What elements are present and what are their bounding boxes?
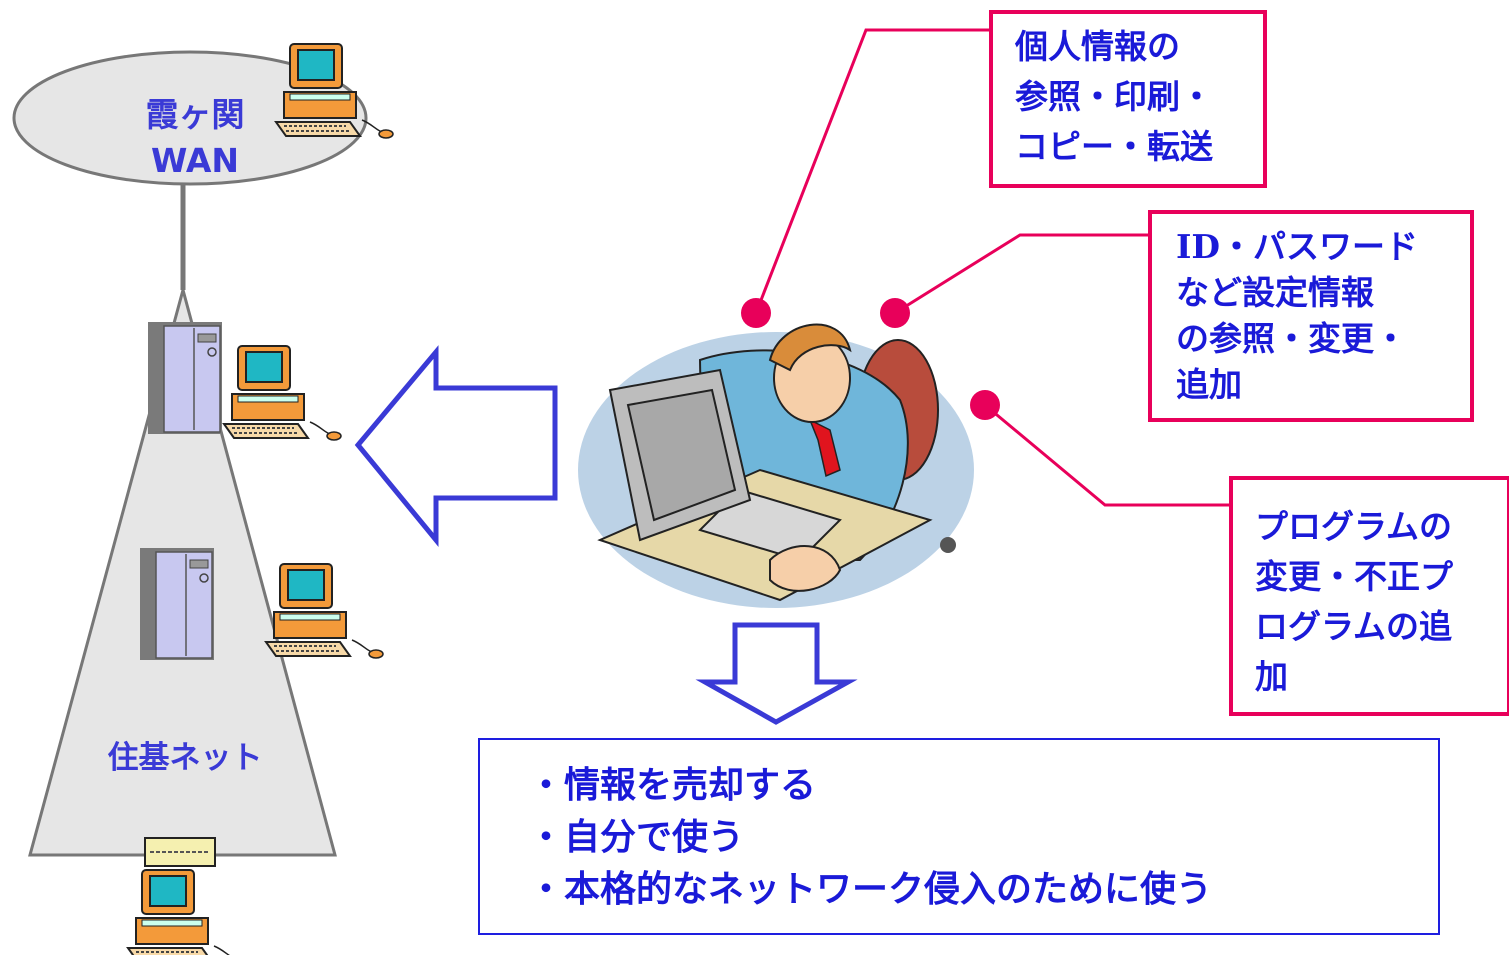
callout-line: 個人情報の bbox=[1015, 27, 1180, 66]
callout-line: 参照・印刷・ bbox=[1015, 77, 1213, 116]
callout-line: 加 bbox=[1255, 657, 1288, 696]
callout-dot bbox=[970, 390, 1000, 420]
callout-leader bbox=[754, 28, 990, 314]
server-icon bbox=[147, 321, 223, 435]
callout-line: の参照・変更・ bbox=[1176, 319, 1407, 358]
result-box: ・情報を売却する ・自分で使う ・本格的なネットワーク侵入のために使う bbox=[478, 738, 1440, 935]
callout-leader bbox=[894, 233, 1148, 315]
wan-label: 霞ヶ関 WAN bbox=[100, 92, 290, 184]
wan-label-line2: WAN bbox=[150, 141, 240, 180]
callout-leader bbox=[984, 403, 1229, 507]
wan-cloud-ellipse bbox=[12, 50, 368, 186]
callout-line: コピー・転送 bbox=[1015, 127, 1213, 166]
server-icon bbox=[139, 547, 215, 661]
computer-icon bbox=[275, 43, 394, 139]
result-item: ・自分で使う bbox=[528, 817, 745, 858]
callout-line: ログラムの追 bbox=[1255, 607, 1453, 646]
wan-label-line1: 霞ヶ関 bbox=[145, 95, 245, 134]
callout-program-tampering: プログラムの 変更・不正プ ログラムの追 加 bbox=[1229, 476, 1509, 716]
callout-line: 変更・不正プ bbox=[1255, 557, 1453, 596]
callout-access-info: 個人情報の 参照・印刷・ コピー・転送 bbox=[989, 10, 1267, 188]
callout-line: プログラムの bbox=[1255, 507, 1453, 546]
callout-dot bbox=[741, 298, 771, 328]
attacker-illustration bbox=[578, 323, 974, 608]
result-item: ・本格的なネットワーク侵入のために使う bbox=[528, 869, 1213, 910]
result-item: ・情報を売却する bbox=[528, 765, 817, 806]
left-arrow bbox=[354, 345, 558, 547]
computer-icon bbox=[265, 563, 384, 659]
callout-line: ID・パスワード bbox=[1176, 227, 1419, 266]
juki-net-label: 住基ネット bbox=[107, 740, 263, 776]
callout-line: など設定情報 bbox=[1176, 273, 1374, 312]
computer-icon bbox=[223, 345, 342, 441]
down-arrow bbox=[695, 622, 858, 725]
callout-credentials: ID・パスワード など設定情報 の参照・変更・ 追加 bbox=[1148, 210, 1474, 422]
computer-icon bbox=[127, 869, 246, 955]
callout-dot bbox=[880, 298, 910, 328]
callout-line: 追加 bbox=[1176, 365, 1242, 404]
